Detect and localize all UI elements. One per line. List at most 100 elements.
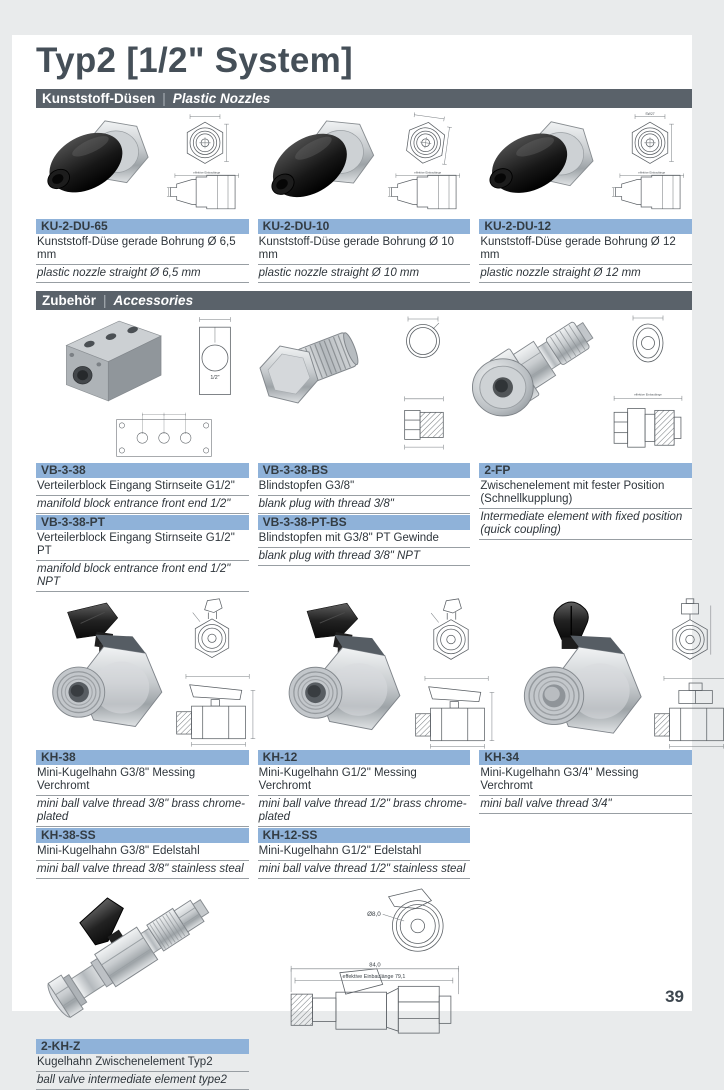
product-desc-en: mini ball valve thread 3/4" bbox=[479, 796, 692, 814]
product-code-badge: VB-3-38 bbox=[36, 463, 249, 478]
kh-12-side-drawing bbox=[405, 670, 497, 750]
product-label-2-fp: 2-FP Zwischenelement mit fester Position… bbox=[479, 463, 692, 540]
product-label-kh-12: KH-12 Mini-Kugelhahn G1/2" Messing Verch… bbox=[257, 750, 471, 827]
product-code-badge: 2-KH-Z bbox=[36, 1039, 249, 1054]
product-desc-en: ball valve intermediate element type2 bbox=[36, 1072, 249, 1090]
product-desc-de: Zwischenelement mit fester Position (Sch… bbox=[479, 478, 692, 509]
kh-38-front-drawing bbox=[186, 596, 238, 664]
product-desc-en: mini ball valve thread 3/8" brass chrome… bbox=[36, 796, 249, 827]
product-label-ku-2-du-12: KU-2-DU-12 Kunststoff-Düse gerade Bohrun… bbox=[479, 219, 692, 283]
product-label-kh-34: KH-34 Mini-Kugelhahn G3/4" Messing Verch… bbox=[479, 750, 692, 814]
product-desc-en: mini ball valve thread 1/2" brass chrome… bbox=[257, 796, 471, 827]
product-label-vb-3-38-pt: VB-3-38-PT Verteilerblock Eingang Stirns… bbox=[36, 515, 249, 592]
product-desc-de: Kunststoff-Düse gerade Bohrung Ø 6,5 mm bbox=[36, 234, 249, 265]
khz-drawing: Ø8,0 84,0 effektive Einbaulänge 79,1 bbox=[290, 888, 459, 1034]
dim-label-dia8: Ø8,0 bbox=[367, 911, 381, 918]
product-desc-de: Kunststoff-Düse gerade Bohrung Ø 12 mm bbox=[479, 234, 692, 265]
product-desc-de: Mini-Kugelhahn G3/4" Messing Verchromt bbox=[479, 765, 692, 796]
product-code-badge: KH-38 bbox=[36, 750, 249, 765]
kh38-labels: KH-38 Mini-Kugelhahn G3/8" Messing Verch… bbox=[36, 748, 249, 879]
ku-2-du-10-side-drawing bbox=[386, 169, 466, 215]
section-header-plastic-nozzles: Kunststoff-Düsen | Plastic Nozzles bbox=[36, 89, 692, 108]
product-code-badge: KH-34 bbox=[479, 750, 692, 765]
product-label-vb-3-38-pt-bs: VB-3-38-PT-BS Blindstopfen mit G3/8" PT … bbox=[257, 515, 471, 566]
product-label-2-kh-z: 2-KH-Z Kugelhahn Zwischenelement Typ2 ba… bbox=[36, 1039, 249, 1090]
vb-3-38-bs-front-drawing bbox=[406, 316, 440, 358]
product-label-vb-3-38: VB-3-38 Verteilerblock Eingang Stirnseit… bbox=[36, 463, 249, 514]
product-label-ku-2-du-65: KU-2-DU-65 Kunststoff-Düse gerade Bohrun… bbox=[36, 219, 249, 283]
vb-3-38-bs-side-drawing bbox=[404, 396, 444, 450]
product-code-badge: KU-2-DU-65 bbox=[36, 219, 249, 234]
coupling-image-cell: effektive Einbaulänge bbox=[466, 313, 692, 461]
fp-side-drawing: effektive Einbaulänge bbox=[613, 393, 683, 448]
ku-2-du-65-side-drawing bbox=[165, 169, 245, 215]
product-desc-de: Mini-Kugelhahn G3/8" Edelstahl bbox=[36, 843, 249, 861]
dim-label-84: 84,0 bbox=[369, 962, 381, 968]
product-desc-en: Intermediate element with fixed position… bbox=[479, 509, 692, 540]
product-desc-en: plastic nozzle straight Ø 10 mm bbox=[257, 265, 471, 283]
product-label-kh-38-ss: KH-38-SS Mini-Kugelhahn G3/8" Edelstahl … bbox=[36, 828, 249, 879]
kh-34-side-drawing bbox=[644, 670, 724, 750]
product-code-badge: VB-3-38-PT bbox=[36, 515, 249, 530]
kh-12-front-drawing bbox=[424, 596, 478, 666]
product-desc-en: plastic nozzle straight Ø 12 mm bbox=[479, 265, 692, 283]
kh-38-photo bbox=[36, 596, 166, 740]
ku-2-du-10-front-drawing bbox=[399, 111, 453, 169]
catalog-page: Typ2 [1/2" System] Kunststoff-Düsen | Pl… bbox=[12, 35, 692, 1090]
product-label-kh-38: KH-38 Mini-Kugelhahn G3/8" Messing Verch… bbox=[36, 750, 249, 827]
manifold-labels: VB-3-38 Verteilerblock Eingang Stirnseit… bbox=[36, 461, 249, 592]
kh-34-front-drawing bbox=[663, 596, 717, 666]
product-code-badge: 2-FP bbox=[479, 463, 692, 478]
product-desc-en: mini ball valve thread 3/8" stainless st… bbox=[36, 861, 249, 879]
dim-label-sw27: SW27 bbox=[645, 112, 654, 116]
ku-2-du-65-front-drawing bbox=[178, 111, 232, 169]
kh-38-side-drawing bbox=[166, 668, 258, 748]
fp-front-drawing bbox=[632, 315, 664, 363]
kh-34-photo bbox=[510, 596, 644, 744]
plug-labels: VB-3-38-BS Blindstopfen G3/8" blank plug… bbox=[257, 461, 471, 592]
product-code-badge: KH-12 bbox=[257, 750, 471, 765]
product-code-badge: KU-2-DU-12 bbox=[479, 219, 692, 234]
vb-3-38-end-view-drawing: 1/2" bbox=[199, 317, 231, 395]
khz-photo bbox=[47, 897, 210, 1019]
product-desc-de: Verteilerblock Eingang Stirnseite G1/2" bbox=[36, 478, 249, 496]
ku-2-du-12-front-drawing: SW27 bbox=[623, 112, 677, 169]
product-label-vb-3-38-bs: VB-3-38-BS Blindstopfen G3/8" blank plug… bbox=[257, 463, 471, 514]
ku-2-du-12-photo bbox=[479, 111, 599, 209]
product-code-badge: VB-3-38-BS bbox=[257, 463, 471, 478]
section-separator: | bbox=[103, 293, 107, 308]
ku-2-du-10-photo bbox=[258, 111, 380, 211]
section-separator: | bbox=[162, 91, 166, 106]
section-header-accessories: Zubehör | Accessories bbox=[36, 291, 692, 310]
product-code-badge: VB-3-38-PT-BS bbox=[257, 515, 471, 530]
product-code-badge: KH-12-SS bbox=[257, 828, 471, 843]
vb-3-38-bs-photo bbox=[259, 332, 359, 404]
page-title: Typ2 [1/2" System] bbox=[36, 41, 354, 80]
kh34-labels: KH-34 Mini-Kugelhahn G3/4" Messing Verch… bbox=[479, 748, 692, 879]
section-title-en: Plastic Nozzles bbox=[172, 91, 271, 106]
product-desc-de: Kugelhahn Zwischenelement Typ2 bbox=[36, 1054, 249, 1072]
fp-photo bbox=[471, 321, 594, 417]
product-desc-en: blank plug with thread 3/8" bbox=[257, 496, 471, 514]
kh-12-photo bbox=[273, 596, 405, 742]
vb-3-38-photo bbox=[65, 320, 162, 402]
product-desc-en: blank plug with thread 3/8" NPT bbox=[257, 548, 471, 566]
ku-2-du-12-side-drawing bbox=[610, 169, 690, 215]
product-desc-en: manifold block entrance front end 1/2" N… bbox=[36, 561, 249, 592]
manifold-image-cell: 1/2" bbox=[36, 313, 242, 461]
product-desc-en: mini ball valve thread 1/2" stainless st… bbox=[257, 861, 471, 879]
ku-2-du-65-photo bbox=[36, 111, 154, 207]
product-code-badge: KH-38-SS bbox=[36, 828, 249, 843]
section-title-de: Zubehör bbox=[42, 293, 96, 308]
product-code-badge: KU-2-DU-10 bbox=[257, 219, 471, 234]
product-label-ku-2-du-10: KU-2-DU-10 Kunststoff-Düse gerade Bohrun… bbox=[257, 219, 471, 283]
product-label-kh-12-ss: KH-12-SS Mini-Kugelhahn G1/2" Edelstahl … bbox=[257, 828, 471, 879]
page-number: 39 bbox=[665, 987, 684, 1006]
product-desc-en: manifold block entrance front end 1/2" bbox=[36, 496, 249, 514]
dim-label-einbaulaenge: effektive Einbaulänge bbox=[634, 393, 662, 397]
section-title-de: Kunststoff-Düsen bbox=[42, 91, 156, 106]
plug-image-cell bbox=[251, 313, 457, 461]
product-desc-en: plastic nozzle straight Ø 6,5 mm bbox=[36, 265, 249, 283]
product-desc-de: Blindstopfen mit G3/8" PT Gewinde bbox=[257, 530, 471, 548]
kh12-labels: KH-12 Mini-Kugelhahn G1/2" Messing Verch… bbox=[257, 748, 471, 879]
